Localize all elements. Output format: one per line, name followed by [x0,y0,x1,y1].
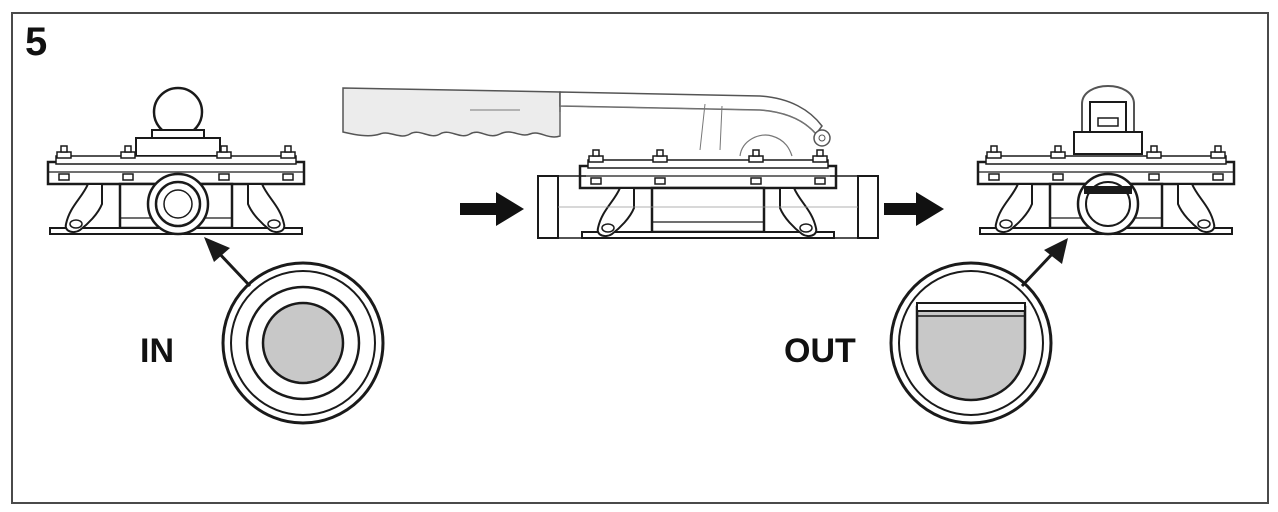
flow-arrow-right-2 [884,192,944,226]
out-label: OUT [784,332,856,370]
out-base-assembly [978,85,1234,236]
out-detail-view [889,261,1053,425]
in-pointer-arrow [204,237,252,288]
middle-assembly [342,87,879,238]
flow-arrow-right-1 [460,192,524,226]
step-number: 5 [25,20,48,64]
in-detail-view [221,261,385,425]
in-label: IN [140,332,174,370]
diagram-frame [11,12,1269,504]
in-base-assembly [48,86,304,236]
out-pointer-arrow [1020,238,1068,288]
